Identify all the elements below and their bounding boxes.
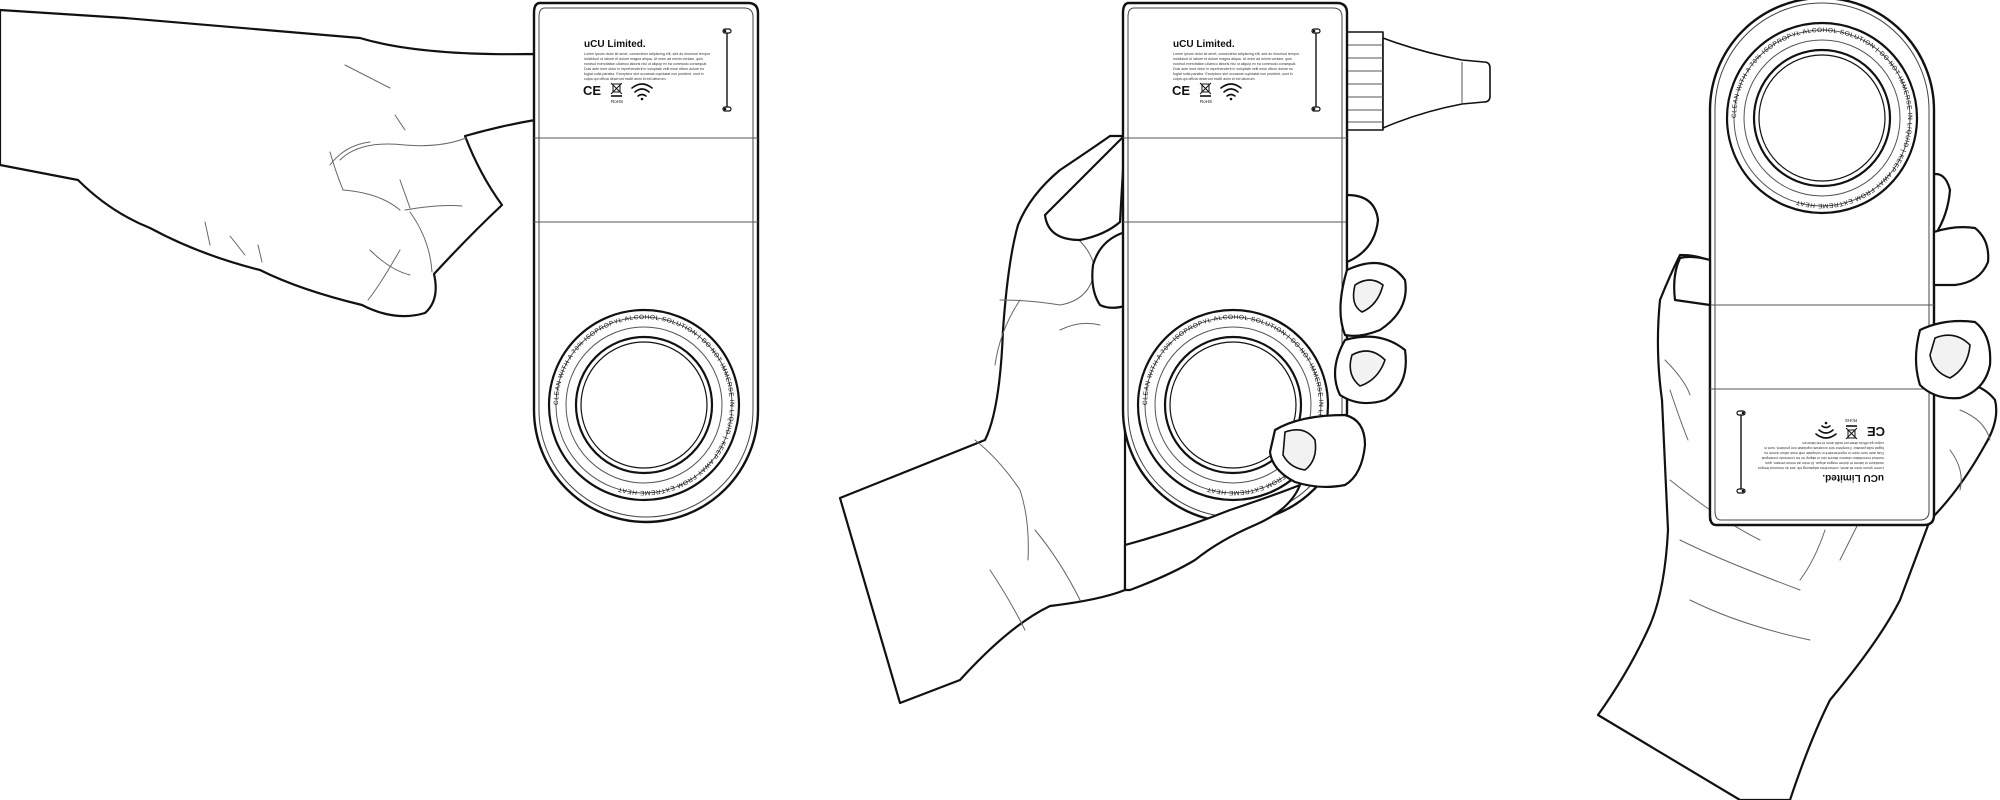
slider-switch — [1311, 28, 1321, 112]
thumb-base — [1123, 483, 1302, 592]
slider-switch — [722, 28, 732, 112]
svg-text:fugiat nulla pariatur. Excepte: fugiat nulla pariatur. Excepteur sint oc… — [1764, 446, 1884, 450]
svg-text:Duis aute irure dolor in repre: Duis aute irure dolor in reprehenderit i… — [1173, 67, 1293, 71]
svg-text:fugiat nulla pariatur. Excepte: fugiat nulla pariatur. Excepteur sint oc… — [1173, 72, 1293, 76]
ce-mark: CE — [1867, 424, 1885, 439]
svg-text:nostrud exercitation ullamco l: nostrud exercitation ullamco laboris nis… — [1761, 456, 1884, 460]
index-finger — [1932, 226, 1990, 287]
panel-1-hand-gripping-device: uCU Limited. Lorem ipsum dolor sit amet,… — [0, 1, 760, 524]
brand-name: uCU Limited. — [1173, 39, 1235, 50]
weee-bin-icon — [1199, 82, 1212, 97]
slider-switch — [1736, 410, 1746, 494]
rohs-label: RoHS — [1845, 418, 1857, 423]
device-3: CLEAN WITH A 70% ISOPROPYL ALCOHOL SOLUT… — [1708, 0, 1936, 527]
body-text-block: Lorem ipsum dolor sit amet, consectetur … — [584, 52, 711, 81]
speculum-tip — [1343, 31, 1491, 131]
wifi-icon — [1815, 421, 1837, 439]
ce-mark: CE — [583, 83, 601, 98]
thumb-top — [1043, 133, 1127, 242]
label-block-inverted: uCU Limited. Lorem ipsum dolor sit amet,… — [1736, 410, 1885, 494]
sensor-ring: CLEAN WITH A 70% ISOPROPYL ALCOHOL SOLUT… — [547, 308, 741, 502]
svg-text:culpa qui officia deserunt mol: culpa qui officia deserunt mollit anim i… — [1802, 441, 1884, 445]
panel-2-hand-holding-device-with-tip: uCU Limited. Lorem ipsum dolor sit amet,… — [838, 1, 1491, 705]
svg-text:nostrud exercitation ullamco l: nostrud exercitation ullamco laboris nis… — [584, 62, 707, 66]
svg-text:incididunt ut labore et dolore: incididunt ut labore et dolore magna ali… — [584, 57, 703, 61]
svg-text:Duis aute irure dolor in repre: Duis aute irure dolor in reprehenderit i… — [1764, 451, 1884, 455]
svg-text:fugiat nulla pariatur. Excepte: fugiat nulla pariatur. Excepteur sint oc… — [584, 72, 704, 76]
device-1: uCU Limited. Lorem ipsum dolor sit amet,… — [532, 1, 760, 524]
svg-text:Lorem ipsum dolor sit amet, co: Lorem ipsum dolor sit amet, consectetur … — [584, 52, 711, 56]
svg-text:Lorem ipsum dolor sit amet, co: Lorem ipsum dolor sit amet, consectetur … — [1173, 52, 1300, 56]
weee-bin-icon — [610, 82, 623, 97]
brand-name: uCU Limited. — [1822, 472, 1884, 483]
weee-bin-icon — [1845, 425, 1858, 440]
sensor-ring: CLEAN WITH A 70% ISOPROPYL ALCOHOL SOLUT… — [1725, 21, 1919, 215]
rohs-label: RoHS — [1200, 99, 1212, 104]
svg-text:culpa qui officia deserunt mol: culpa qui officia deserunt mollit anim i… — [584, 77, 666, 81]
svg-text:Duis aute irure dolor in repre: Duis aute irure dolor in reprehenderit i… — [584, 67, 704, 71]
thumb-left-side — [1673, 255, 1712, 307]
hand-left — [0, 8, 537, 318]
brand-name: uCU Limited. — [584, 39, 646, 50]
thumb-left — [1091, 230, 1127, 309]
svg-text:culpa qui officia deserunt mol: culpa qui officia deserunt mollit anim i… — [1173, 77, 1255, 81]
hand-holding-inverted — [1596, 172, 1998, 800]
ce-mark: CE — [1172, 83, 1190, 98]
wifi-icon — [631, 83, 653, 101]
wifi-icon — [1220, 83, 1242, 101]
body-text-block: Lorem ipsum dolor sit amet, consectetur … — [1173, 52, 1300, 81]
svg-text:Lorem ipsum dolor sit amet, co: Lorem ipsum dolor sit amet, consectetur … — [1757, 466, 1884, 470]
svg-text:incididunt ut labore et dolore: incididunt ut labore et dolore magna ali… — [1173, 57, 1292, 61]
rohs-label: RoHS — [611, 99, 623, 104]
svg-text:nostrud exercitation ullamco l: nostrud exercitation ullamco laboris nis… — [1173, 62, 1296, 66]
panel-3-hand-holding-inverted-device: CLEAN WITH A 70% ISOPROPYL ALCOHOL SOLUT… — [1596, 0, 1998, 800]
index-finger — [1345, 193, 1380, 264]
svg-text:incididunt ut labore et dolore: incididunt ut labore et dolore magna ali… — [1765, 461, 1884, 465]
